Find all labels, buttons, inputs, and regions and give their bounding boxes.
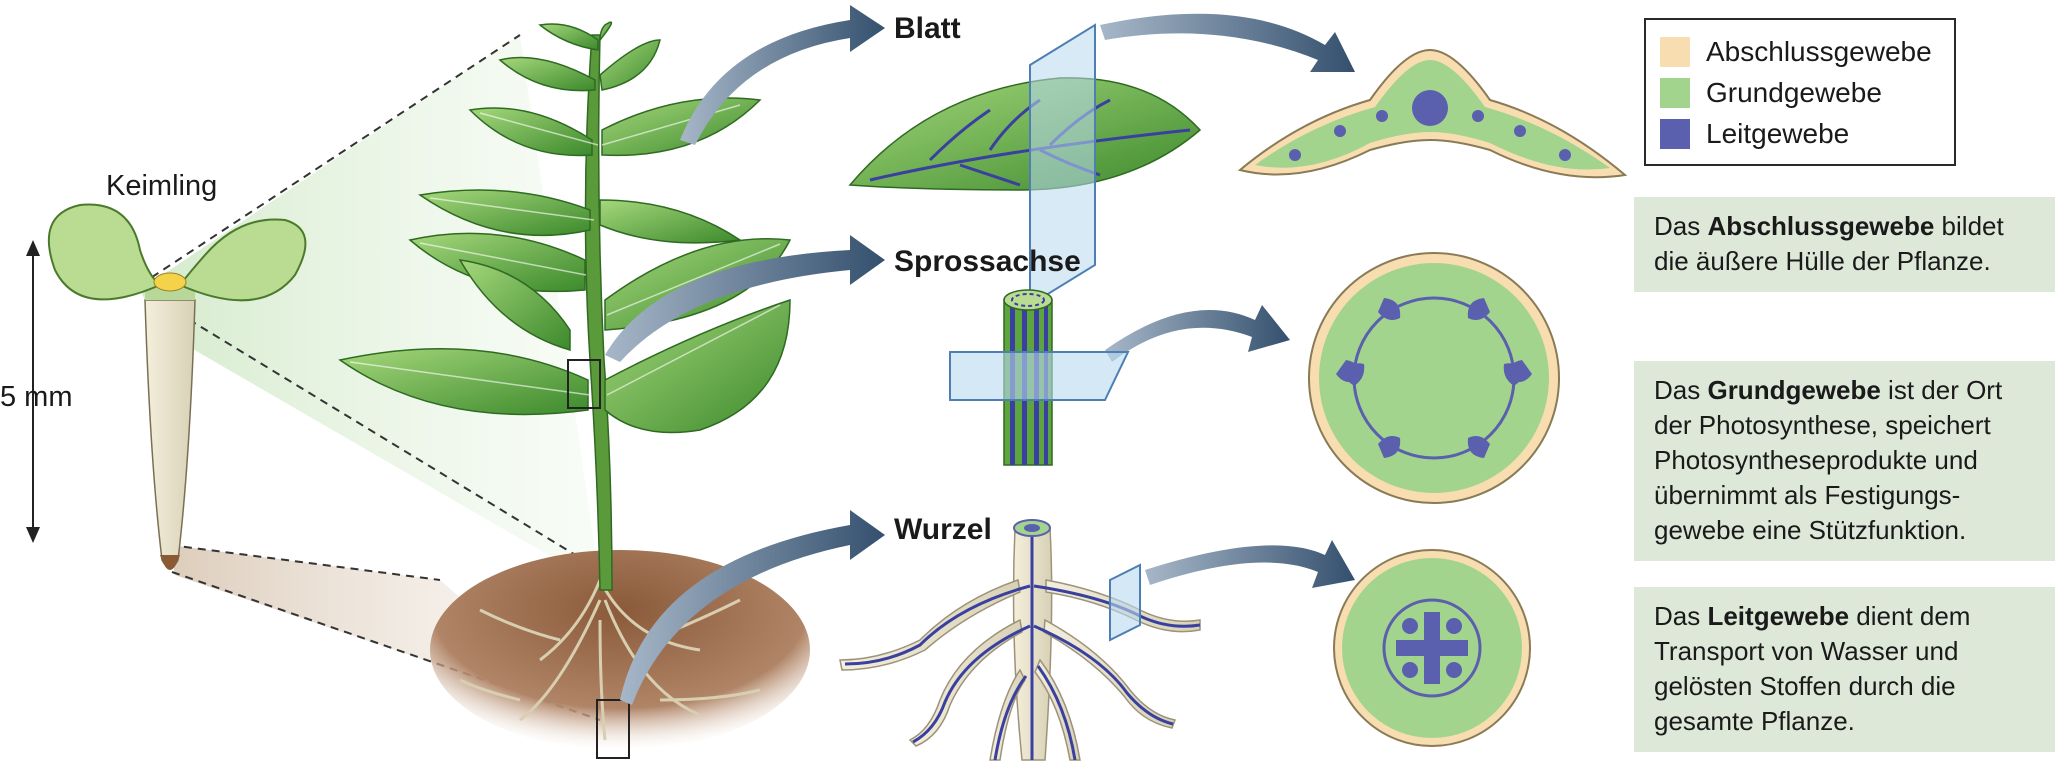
info-line: Das Leitgewebe dient dem xyxy=(1654,601,1971,631)
legend-item-vascular: Leitgewebe xyxy=(1660,118,1849,150)
leaf-label: Blatt xyxy=(894,12,961,45)
info-box-ground: Das Grundgewebe ist der Ort der Photosyn… xyxy=(1634,361,2055,561)
legend-swatch-ground xyxy=(1660,78,1690,108)
dashed-line-root-top xyxy=(169,544,441,581)
scale-bar xyxy=(26,240,40,543)
seedling-label: Keimling xyxy=(106,170,218,202)
legend-swatch-vascular xyxy=(1660,119,1690,149)
info-box-dermal: Das Abschlussgewebe bildet die äußere Hü… xyxy=(1634,197,2055,292)
info-line: Das Abschlussgewebe bildet xyxy=(1654,211,2004,241)
soil xyxy=(430,550,810,750)
arrow-root-section xyxy=(1145,540,1355,588)
legend-item-dermal: Abschlussgewebe xyxy=(1660,36,1932,68)
dashed-line-mid xyxy=(164,304,601,571)
info-box-vascular: Das Leitgewebe dient dem Transport von W… xyxy=(1634,587,2055,752)
info-line: Photosyntheseprodukte und xyxy=(1654,445,1978,475)
stem-cross-section xyxy=(1308,252,1560,504)
legend-label: Grundgewebe xyxy=(1706,77,1882,108)
plant-roots xyxy=(459,579,761,741)
info-line: die äußere Hülle der Pflanze. xyxy=(1654,246,1991,276)
dashed-line-root-bottom xyxy=(171,571,601,721)
stem-label: Sprossachse xyxy=(894,245,1081,278)
root-illustration xyxy=(839,519,1201,761)
arrow-leaf-section xyxy=(1100,13,1355,72)
arrow-to-leaf xyxy=(680,5,885,145)
plant-stem xyxy=(584,34,613,591)
seedling-green-projection xyxy=(140,35,600,585)
info-line: gelösten Stoffen durch die xyxy=(1654,671,1956,701)
seedling xyxy=(47,203,307,570)
legend-item-ground: Grundgewebe xyxy=(1660,77,1882,109)
info-line: übernimmt als Festigungs- xyxy=(1654,480,1961,510)
leaf-veins xyxy=(349,104,781,396)
legend-swatch-dermal xyxy=(1660,37,1690,67)
info-line: Das Grundgewebe ist der Ort xyxy=(1654,375,2003,405)
stem-detail-box xyxy=(567,359,601,409)
arrow-to-root xyxy=(620,510,885,705)
info-line: Transport von Wasser und xyxy=(1654,636,1959,666)
root-label: Wurzel xyxy=(894,513,992,546)
leaf-cross-section xyxy=(1237,48,1628,179)
curved-arrows xyxy=(605,5,1355,705)
legend-label: Abschlussgewebe xyxy=(1706,36,1932,67)
stem-illustration xyxy=(949,289,1130,466)
info-line: gesamte Pflanze. xyxy=(1654,706,1855,736)
legend: Abschlussgewebe Grundgewebe Leitgewebe xyxy=(1644,18,1956,166)
info-line: der Photosynthese, speichert xyxy=(1654,410,1991,440)
info-line: gewebe eine Stützfunktion. xyxy=(1654,515,1967,545)
root-detail-box xyxy=(596,699,630,759)
root-cross-section xyxy=(1333,549,1531,747)
arrow-to-stem xyxy=(605,235,885,362)
scale-label: 5 mm xyxy=(0,381,73,413)
leaf-illustration xyxy=(848,23,1202,307)
legend-label: Leitgewebe xyxy=(1706,118,1850,149)
arrow-stem-section xyxy=(1105,305,1290,362)
dashed-line-top xyxy=(139,34,521,286)
